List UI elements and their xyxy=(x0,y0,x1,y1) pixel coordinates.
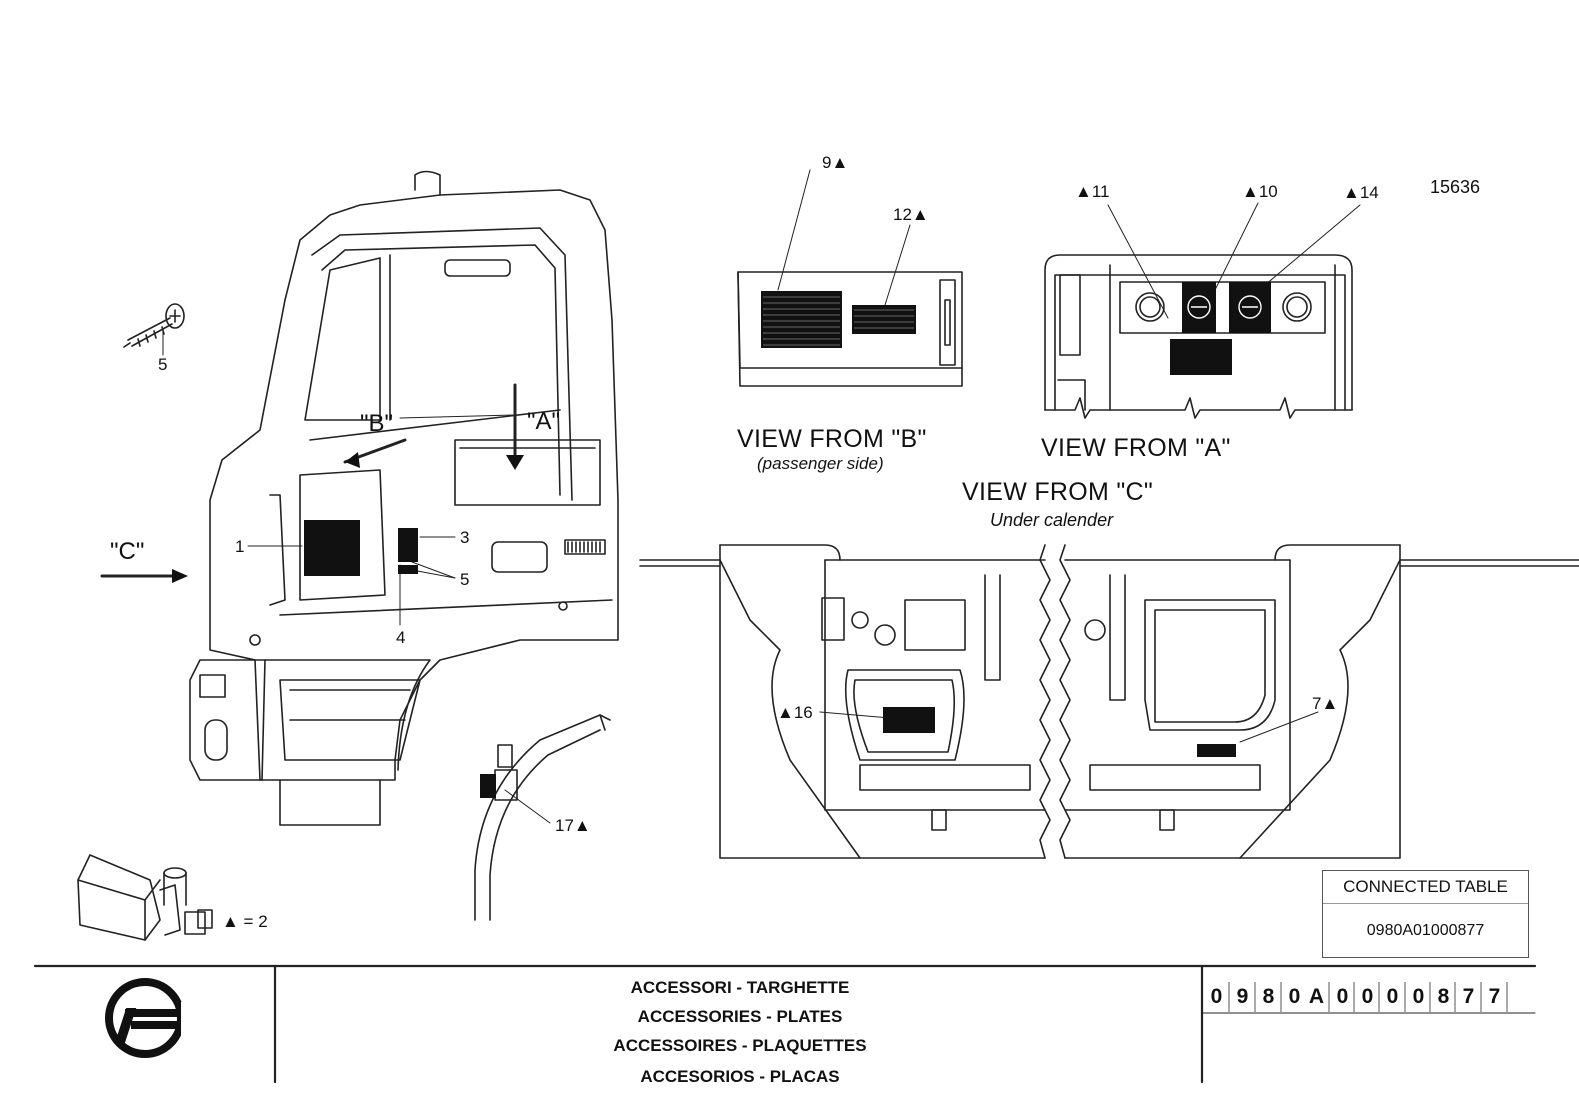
kit-box-drawing xyxy=(77,854,213,941)
code-char: 8 xyxy=(1262,985,1275,1008)
code-char: 0 xyxy=(1386,985,1399,1008)
callout-14: ▲14 xyxy=(1343,183,1379,202)
view-a-drawing xyxy=(1044,202,1361,419)
drawing-number: 15636 xyxy=(1430,177,1481,197)
view-c-subtitle: Under calender xyxy=(990,510,1114,530)
cab-side-view xyxy=(100,170,619,826)
title-line-fr: ACCESSOIRES - PLAQUETTES xyxy=(613,1036,867,1055)
code-char: 7 xyxy=(1488,985,1501,1008)
kit-quantity-note: ▲ = 2 xyxy=(222,912,268,931)
view-c-drawing xyxy=(639,544,1579,859)
title-line-it: ACCESSORI - TARGHETTE xyxy=(630,978,850,997)
callout-3: 3 xyxy=(460,528,470,547)
callout-11: ▲11 xyxy=(1075,182,1110,201)
code-char: 0 xyxy=(1336,985,1349,1008)
view-a-title: VIEW FROM "A" xyxy=(1041,434,1231,462)
code-char: 0 xyxy=(1210,985,1223,1008)
fender-bracket-drawing xyxy=(474,714,611,921)
company-logo xyxy=(105,978,193,1058)
title-block-frame xyxy=(33,964,1537,1084)
connected-table-value: 0980A01000877 xyxy=(1366,922,1485,939)
callout-5: 5 xyxy=(460,570,470,589)
direction-c-label: "C" xyxy=(110,538,145,565)
code-char: 7 xyxy=(1462,985,1475,1008)
callout-17: 17▲ xyxy=(555,816,591,835)
callout-7: 7▲ xyxy=(1312,694,1339,713)
callout-5-screw: 5 xyxy=(158,355,168,374)
code-char: 0 xyxy=(1361,985,1374,1008)
callout-12: 12▲ xyxy=(893,205,929,224)
connected-table: CONNECTED TABLE 0980A01000877 xyxy=(1322,870,1529,958)
code-char: 9 xyxy=(1236,985,1249,1008)
code-char: 8 xyxy=(1437,985,1450,1008)
code-char: 0 xyxy=(1412,985,1425,1008)
direction-b-label: "B" xyxy=(360,410,394,437)
view-b-title: VIEW FROM "B" xyxy=(737,425,927,453)
callout-9: 9▲ xyxy=(822,153,849,172)
title-line-es: ACCESORIOS - PLACAS xyxy=(640,1067,840,1086)
callout-1: 1 xyxy=(235,537,245,556)
callout-10: ▲10 xyxy=(1242,182,1278,201)
view-b-drawing xyxy=(737,169,963,387)
connected-table-header: CONNECTED TABLE xyxy=(1323,871,1528,904)
code-char: 0 xyxy=(1288,985,1301,1008)
view-c-title: VIEW FROM "C" xyxy=(962,478,1154,506)
callout-16: ▲16 xyxy=(777,703,813,722)
screw-drawing xyxy=(123,303,185,356)
direction-a-label: "A" xyxy=(527,408,561,435)
code-char: A xyxy=(1308,985,1325,1008)
callout-4: 4 xyxy=(396,628,406,647)
title-line-en: ACCESSORIES - PLATES xyxy=(637,1007,843,1026)
view-b-subtitle: (passenger side) xyxy=(757,454,884,473)
